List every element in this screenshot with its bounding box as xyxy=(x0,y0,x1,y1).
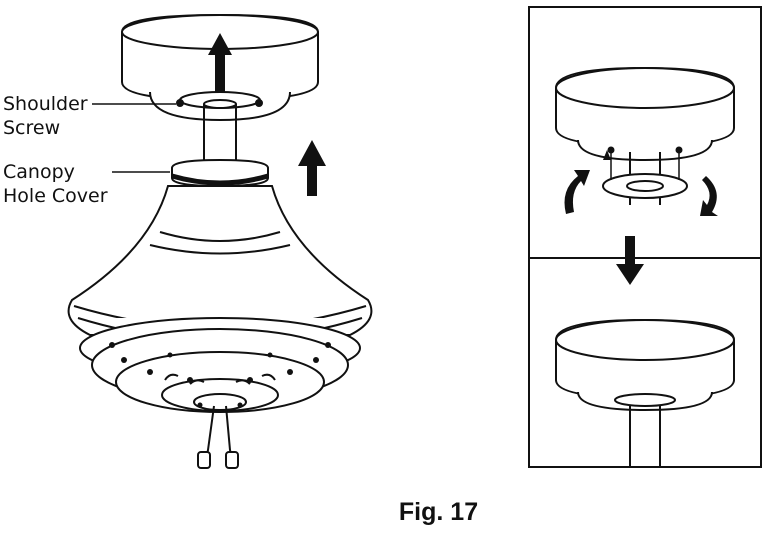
figure-caption: Fig. 17 xyxy=(398,498,479,526)
downrod xyxy=(203,99,237,162)
canopy-hole-cover xyxy=(171,158,269,188)
up-arrow-icon xyxy=(298,140,326,196)
wire-leads xyxy=(197,405,239,469)
down-arrow-icon xyxy=(616,236,644,285)
rotate-arrow-icon xyxy=(564,170,590,214)
rotate-arrow-icon xyxy=(700,176,718,216)
detail-panel xyxy=(528,6,762,468)
fan-assembly xyxy=(67,13,373,469)
label-canopy-hole-cover: Canopy Hole Cover xyxy=(3,161,108,207)
motor-body xyxy=(79,317,361,413)
label-shoulder-screw: Shoulder Screw xyxy=(3,93,88,139)
up-arrow-icon xyxy=(208,33,232,92)
motor-housing xyxy=(67,185,373,341)
detail-canopy-bottom xyxy=(555,318,735,466)
detail-canopy-top xyxy=(555,66,735,205)
